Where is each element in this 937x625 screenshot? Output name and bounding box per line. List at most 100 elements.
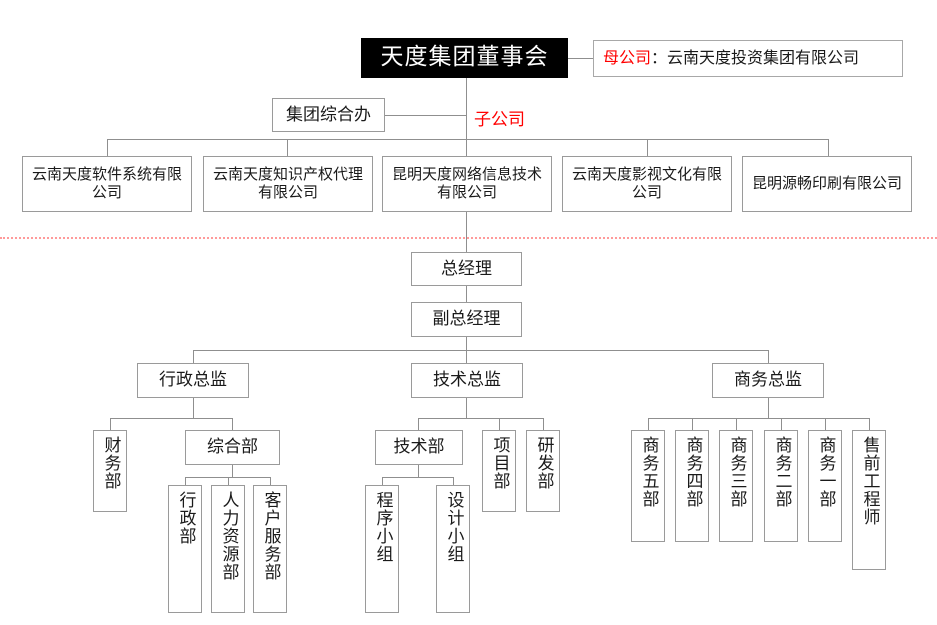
- general-affairs-box: 综合部: [185, 430, 280, 465]
- drop-general-affairs: [232, 418, 233, 430]
- tech-dept-label: 技术部: [393, 437, 445, 458]
- design-group-label: 设计小组: [443, 491, 464, 563]
- subsidiary-box-5: 昆明源畅印刷有限公司: [742, 156, 912, 212]
- subsidiary-label-5: 昆明源畅印刷有限公司: [751, 174, 902, 193]
- finance-dept-label: 财务部: [100, 436, 121, 490]
- connector-board-spine: [466, 78, 467, 140]
- customer-service-dept-box: 客户服务部: [253, 485, 287, 613]
- tech-bus-line: [418, 418, 543, 419]
- design-group-box: 设计小组: [436, 485, 470, 613]
- subsidiary-label-4: 云南天度影视文化有限公司: [571, 165, 722, 201]
- drop-program-group: [382, 477, 383, 485]
- subsidiary-bus-line: [107, 139, 828, 140]
- drop-ga-child-3: [270, 477, 271, 485]
- director-label-admin: 行政总监: [159, 370, 227, 391]
- business-unit-box-5: 商务五部: [631, 430, 665, 542]
- drop-business-1: [648, 418, 649, 430]
- customer-service-dept-label: 客户服务部: [260, 491, 281, 581]
- presales-engineer-label: 售前工程师: [859, 436, 880, 526]
- parent-company-box: 母公司：云南天度投资集团有限公司: [593, 40, 903, 77]
- drop-director-1: [193, 350, 194, 363]
- drop-design-group: [453, 477, 454, 485]
- drop-business-5: [825, 418, 826, 430]
- finance-dept-box: 财务部: [93, 430, 127, 512]
- directors-bus-line: [193, 350, 768, 351]
- drop-business-2: [692, 418, 693, 430]
- section-divider: [0, 237, 937, 239]
- drop-subsidiary-2: [287, 139, 288, 156]
- subsidiary-tag-label: 子公司: [474, 110, 525, 130]
- drop-finance: [110, 418, 111, 430]
- admin-dept-label: 行政部: [175, 491, 196, 545]
- business-unit-box-2: 商务二部: [764, 430, 798, 542]
- connector-business-down: [768, 398, 769, 418]
- business-bus-line: [648, 418, 870, 419]
- tech-children-bus-line: [382, 477, 454, 478]
- subsidiary-box-2: 云南天度知识产权代理有限公司: [203, 156, 373, 212]
- business-unit-box-1: 商务一部: [808, 430, 842, 542]
- drop-project-dept: [499, 418, 500, 430]
- connector-tech-down: [466, 398, 467, 418]
- connector-board-to-parent: [568, 58, 593, 59]
- general-manager-label: 总经理: [441, 258, 492, 279]
- general-affairs-bus-line: [185, 477, 270, 478]
- group-office-label: 集团综合办: [286, 104, 371, 125]
- connector-admin-down: [193, 398, 194, 418]
- business-unit-label-2: 商务二部: [771, 436, 792, 508]
- drop-tech-dept: [418, 418, 419, 430]
- board-of-directors-box: 天度集团董事会: [361, 38, 568, 78]
- business-unit-label-5: 商务五部: [638, 436, 659, 508]
- deputy-general-manager-label: 副总经理: [432, 309, 501, 330]
- director-label-tech: 技术总监: [433, 370, 501, 391]
- connector-deputy-to-bus: [466, 337, 467, 350]
- parent-company-separator: ：: [651, 48, 668, 68]
- drop-business-6: [869, 418, 870, 430]
- drop-subsidiary-1: [107, 139, 108, 156]
- business-unit-box-4: 商务四部: [675, 430, 709, 542]
- drop-subsidiary-5: [828, 139, 829, 156]
- connector-to-general-manager: [466, 212, 467, 252]
- drop-ga-child-1: [185, 477, 186, 485]
- hr-dept-label: 人力资源部: [218, 491, 239, 581]
- deputy-general-manager-box: 副总经理: [411, 302, 522, 337]
- admin-bus-line: [110, 418, 233, 419]
- general-affairs-label: 综合部: [207, 437, 258, 458]
- director-box-admin: 行政总监: [137, 363, 249, 398]
- parent-company-name: 云南天度投资集团有限公司: [667, 48, 860, 68]
- drop-business-4: [781, 418, 782, 430]
- rd-dept-label: 研发部: [533, 436, 554, 490]
- project-dept-label: 项目部: [489, 436, 510, 490]
- drop-ga-child-2: [228, 477, 229, 485]
- program-group-box: 程序小组: [365, 485, 399, 613]
- subsidiary-label-2: 云南天度知识产权代理有限公司: [212, 165, 363, 201]
- subsidiary-box-1: 云南天度软件系统有限公司: [22, 156, 192, 212]
- subsidiary-label-1: 云南天度软件系统有限公司: [31, 165, 182, 201]
- business-unit-label-3: 商务三部: [726, 436, 747, 508]
- tech-dept-box: 技术部: [375, 430, 463, 465]
- board-of-directors-label: 天度集团董事会: [380, 44, 549, 71]
- drop-rd-dept: [543, 418, 544, 430]
- connector-techdept-down: [418, 465, 419, 477]
- connector-ga-down: [232, 465, 233, 477]
- admin-dept-box: 行政部: [168, 485, 202, 613]
- project-dept-box: 项目部: [482, 430, 516, 512]
- presales-engineer-box: 售前工程师: [852, 430, 886, 570]
- business-unit-label-1: 商务一部: [815, 436, 836, 508]
- director-box-business: 商务总监: [712, 363, 824, 398]
- director-box-tech: 技术总监: [411, 363, 523, 398]
- drop-subsidiary-3: [466, 139, 467, 156]
- drop-director-3: [768, 350, 769, 363]
- hr-dept-box: 人力资源部: [211, 485, 245, 613]
- rd-dept-box: 研发部: [526, 430, 560, 512]
- subsidiary-label-3: 昆明天度网络信息技术有限公司: [391, 165, 542, 201]
- connector-office-to-spine: [385, 115, 466, 116]
- program-group-label: 程序小组: [372, 491, 393, 563]
- drop-business-3: [736, 418, 737, 430]
- drop-subsidiary-4: [647, 139, 648, 156]
- director-label-business: 商务总监: [734, 370, 802, 391]
- connector-gm-to-deputy: [466, 286, 467, 302]
- group-office-box: 集团综合办: [272, 98, 385, 132]
- general-manager-box: 总经理: [411, 252, 522, 286]
- drop-director-2: [466, 350, 467, 363]
